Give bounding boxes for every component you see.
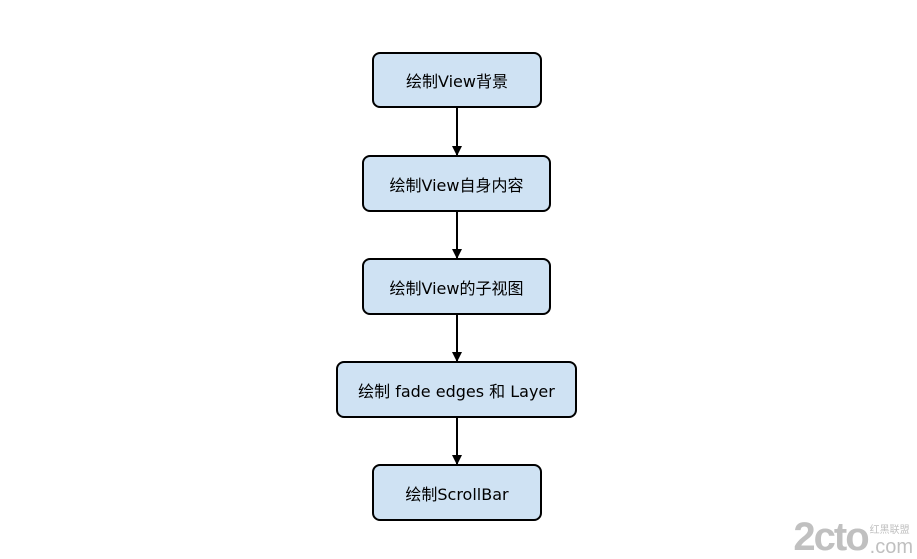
node-draw-content: 绘制View自身内容 xyxy=(362,155,551,212)
node-draw-fade-edges: 绘制 fade edges 和 Layer xyxy=(336,361,577,418)
node-draw-background: 绘制View背景 xyxy=(372,52,542,108)
watermark-logo: 2cto 红黑联盟 .com xyxy=(793,517,913,557)
watermark-cn: 红黑联盟 xyxy=(869,525,910,536)
watermark-brand: 2cto xyxy=(793,515,869,559)
watermark-domain: .com xyxy=(869,536,913,558)
node-draw-scrollbar: 绘制ScrollBar xyxy=(372,464,542,521)
node-draw-children: 绘制View的子视图 xyxy=(362,258,551,315)
